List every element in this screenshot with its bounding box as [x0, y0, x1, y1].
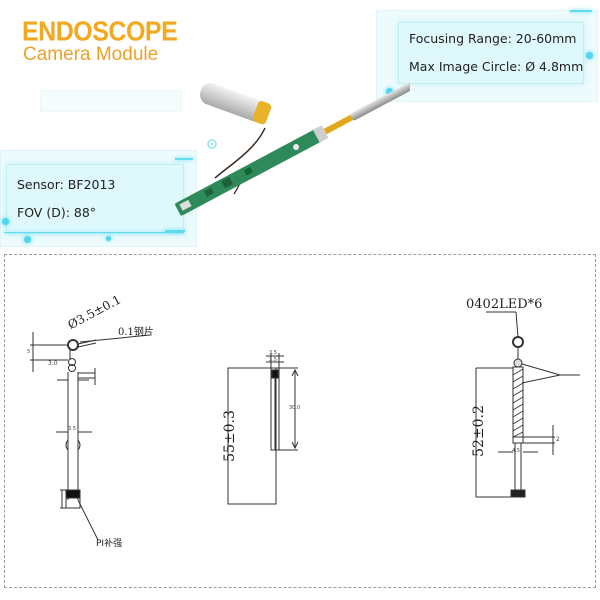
pi-reinforcement-label: PI补强	[96, 539, 123, 549]
right-view	[475, 311, 580, 498]
glow-dot	[386, 88, 393, 95]
left-width-label: 3.5	[68, 426, 76, 432]
glow-dot	[2, 218, 9, 225]
middle-side-dim: 30.0	[289, 405, 301, 411]
left-dim-small: 3.0	[48, 360, 58, 367]
bg-panel	[40, 90, 182, 112]
camera-tube-icon	[350, 81, 410, 121]
focusing-range-text: Focusing Range: 20-60mm	[409, 31, 577, 46]
glow-dot	[106, 236, 111, 241]
left-steel-label: 0.1钢片	[118, 327, 154, 338]
product-photo	[175, 81, 410, 216]
led-label: 0402LED*6	[466, 297, 543, 312]
sensor-text: Sensor: BF2013	[17, 177, 116, 192]
brand-subtitle: Camera Module	[23, 44, 159, 65]
battery-icon	[199, 82, 272, 125]
left-view	[30, 332, 151, 541]
glow-dot	[586, 52, 593, 59]
brand-title: ENDOSCOPE	[22, 16, 178, 48]
glow-line	[4, 232, 184, 233]
technical-drawing-frame	[4, 254, 596, 588]
middle-top-dim-1: 3.5	[269, 350, 277, 356]
target-icon	[207, 139, 217, 149]
spec-card-optics: Focusing Range: 20-60mm Max Image Circle…	[398, 22, 584, 84]
right-side-dim: 2	[556, 436, 560, 443]
glow-line	[175, 158, 193, 160]
middle-view	[227, 353, 299, 505]
right-width-label: 4.5	[512, 448, 520, 454]
right-length-label: 52±0.2	[471, 405, 487, 457]
glow-line	[570, 10, 592, 12]
middle-top-dim-2: 2.5	[269, 357, 277, 363]
spec-card-sensor: Sensor: BF2013 FOV (D): 88°	[6, 164, 184, 234]
glow-dot	[24, 236, 31, 243]
fov-text: FOV (D): 88°	[17, 205, 97, 220]
glow-line	[165, 230, 185, 232]
pcb-board-icon	[175, 125, 329, 216]
max-image-circle-text: Max Image Circle: Ø 4.8mm	[409, 59, 584, 74]
middle-length-label: 55±0.3	[222, 410, 238, 462]
left-dim-5: 5	[27, 349, 31, 355]
